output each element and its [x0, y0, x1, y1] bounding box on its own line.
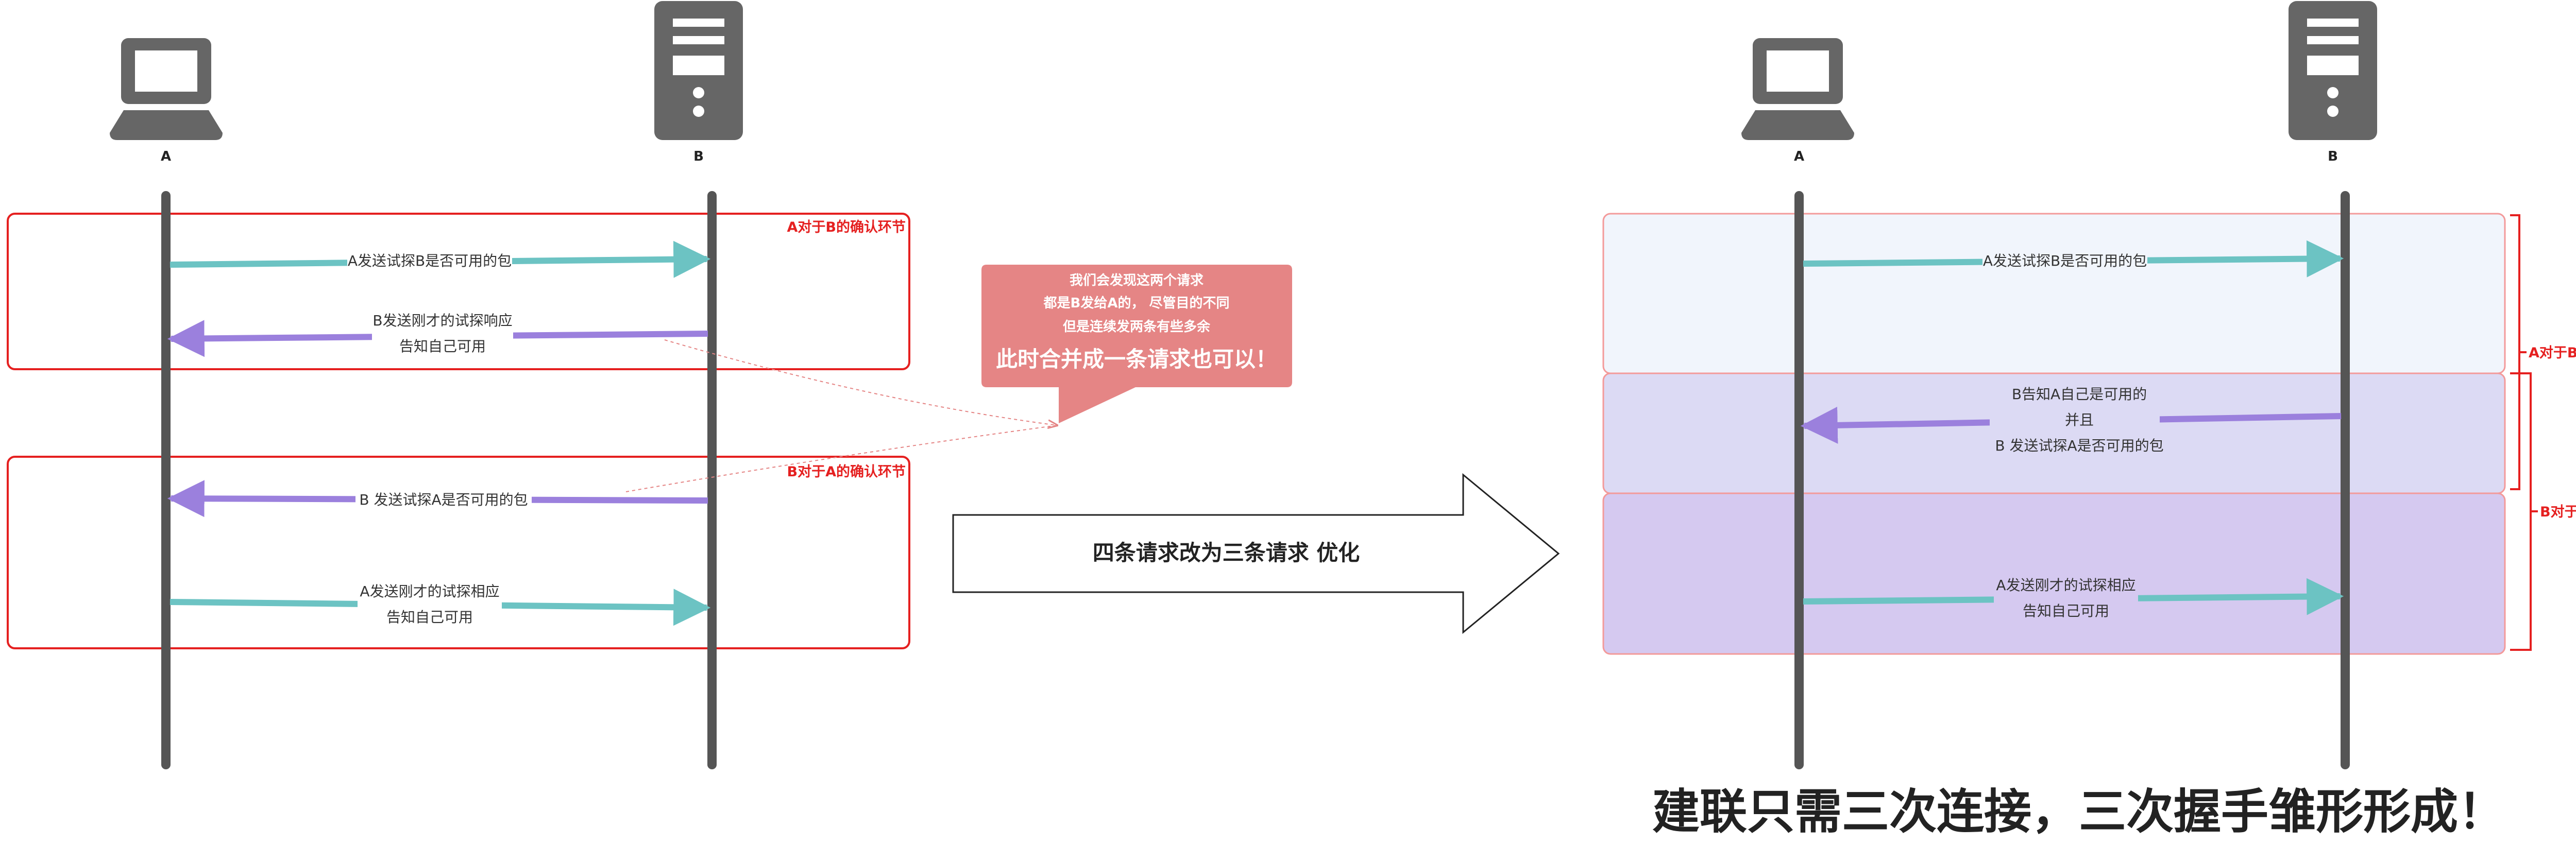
node-b-label: B [2328, 149, 2338, 164]
callout-line: 我们会发现这两个请求 [1070, 272, 1204, 288]
message-label: B 发送试探A是否可用的包 [359, 491, 528, 508]
message-label: B告知A自己是可用的 [2012, 386, 2147, 403]
bracket-b-confirms-a [2510, 372, 2538, 651]
phase1-label: A对于B的确认环节 [787, 219, 906, 235]
message-label: B 发送试探A是否可用的包 [1995, 437, 2163, 454]
conclusion-text: 建联只需三次连接，三次握手雏形形成！ [1652, 784, 2505, 839]
left-diagram: A B A对于B的确认环节 B对于A的确认环节 A发送试探B是否可用的包 B发送… [7, 1, 1058, 769]
bracket1-label: A对于B的确认环节 [2529, 344, 2576, 361]
callout-emphasis: 此时合并成一条请求也可以！ [996, 347, 1277, 372]
message-label: A发送刚才的试探相应 [1996, 577, 2136, 594]
transform-arrow-label: 四条请求改为三条请求 优化 [1093, 540, 1360, 565]
phase2-label: B对于A的确认环节 [787, 463, 906, 480]
message-label: 告知自己可用 [399, 338, 486, 355]
laptop-icon [1741, 38, 1854, 140]
node-a-label: A [161, 149, 171, 164]
bracket2-label: B对于A的确认环节 [2540, 504, 2576, 520]
phase-box-a-confirms-b [7, 213, 910, 370]
phase-box-b-confirms-a [7, 456, 910, 649]
message-label: A发送试探B是否可用的包 [348, 252, 512, 269]
message-label: 并且 [2065, 411, 2094, 428]
node-a-label: A [1794, 149, 1804, 164]
message-label: 告知自己可用 [2023, 602, 2109, 619]
bracket-a-confirms-b [2510, 214, 2527, 490]
callout-pointer-line [664, 339, 1057, 425]
laptop-icon [110, 38, 223, 140]
transform-arrow: 四条请求改为三条请求 优化 [952, 473, 1560, 634]
node-b-label: B [693, 149, 704, 164]
server-icon [2289, 1, 2377, 140]
message-label: B发送刚才的试探响应 [372, 312, 512, 329]
message-label: 告知自己可用 [386, 609, 473, 626]
callout-line: 但是连续发两条有些多余 [1063, 319, 1211, 335]
band-top [1602, 213, 2506, 374]
message-label: A发送试探B是否可用的包 [1983, 252, 2147, 269]
server-icon [654, 1, 743, 140]
callout-line: 都是B发给A的， 尽管目的不同 [1043, 295, 1230, 311]
right-diagram: A B A发送试探B是否可用的包 B告知A自己是可用的 并且 B 发送试探A是否… [1602, 1, 2576, 769]
message-label: A发送刚才的试探相应 [360, 583, 499, 600]
callout-pointer-line [625, 425, 1058, 492]
callout-note: 我们会发现这两个请求 都是B发给A的， 尽管目的不同 但是连续发两条有些多余 此… [981, 265, 1292, 423]
